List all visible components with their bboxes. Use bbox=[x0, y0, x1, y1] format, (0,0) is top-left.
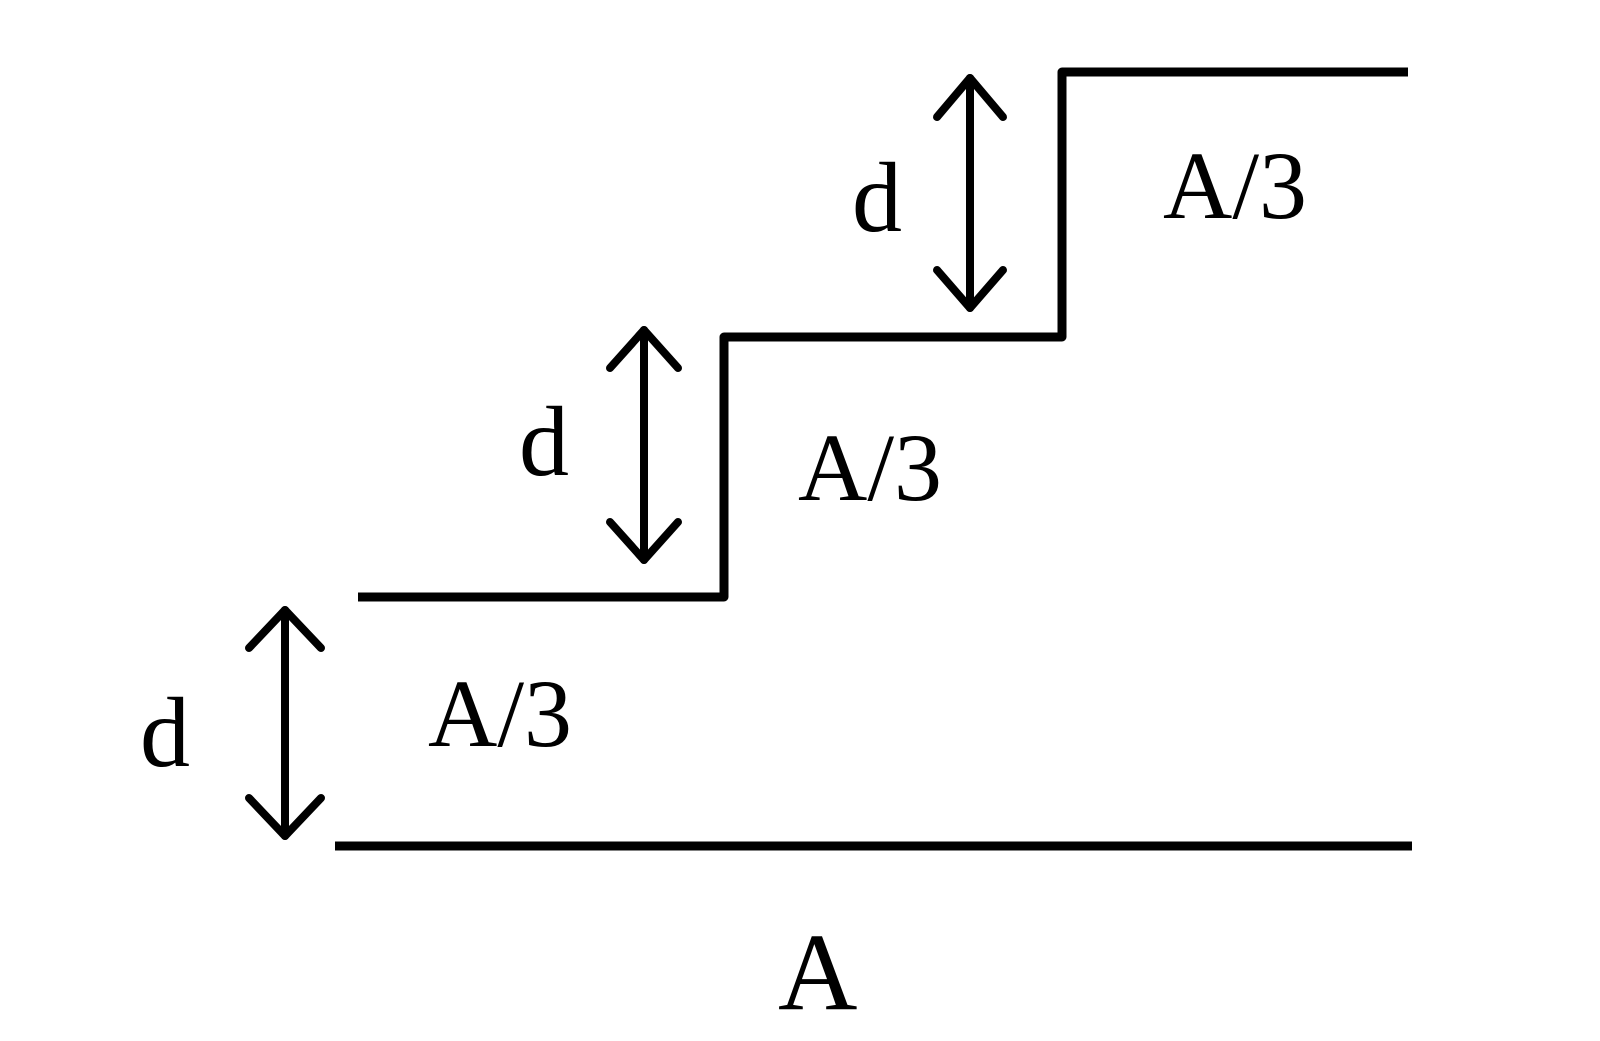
top-area-label: A/3 bbox=[1163, 132, 1307, 239]
top-spacing-label: d bbox=[852, 142, 902, 253]
bottom-area-label: A/3 bbox=[428, 660, 572, 767]
middle-area-label: A/3 bbox=[798, 414, 942, 521]
middle-spacing-label: d bbox=[519, 386, 569, 497]
bottom-spacing-label: d bbox=[140, 677, 190, 788]
middle-spacing-arrow bbox=[606, 326, 682, 564]
top-spacing-arrow bbox=[933, 74, 1007, 312]
staircase-line bbox=[358, 67, 1408, 602]
total-area-label: A bbox=[778, 911, 857, 1033]
bottom-spacing-arrow bbox=[245, 606, 325, 840]
